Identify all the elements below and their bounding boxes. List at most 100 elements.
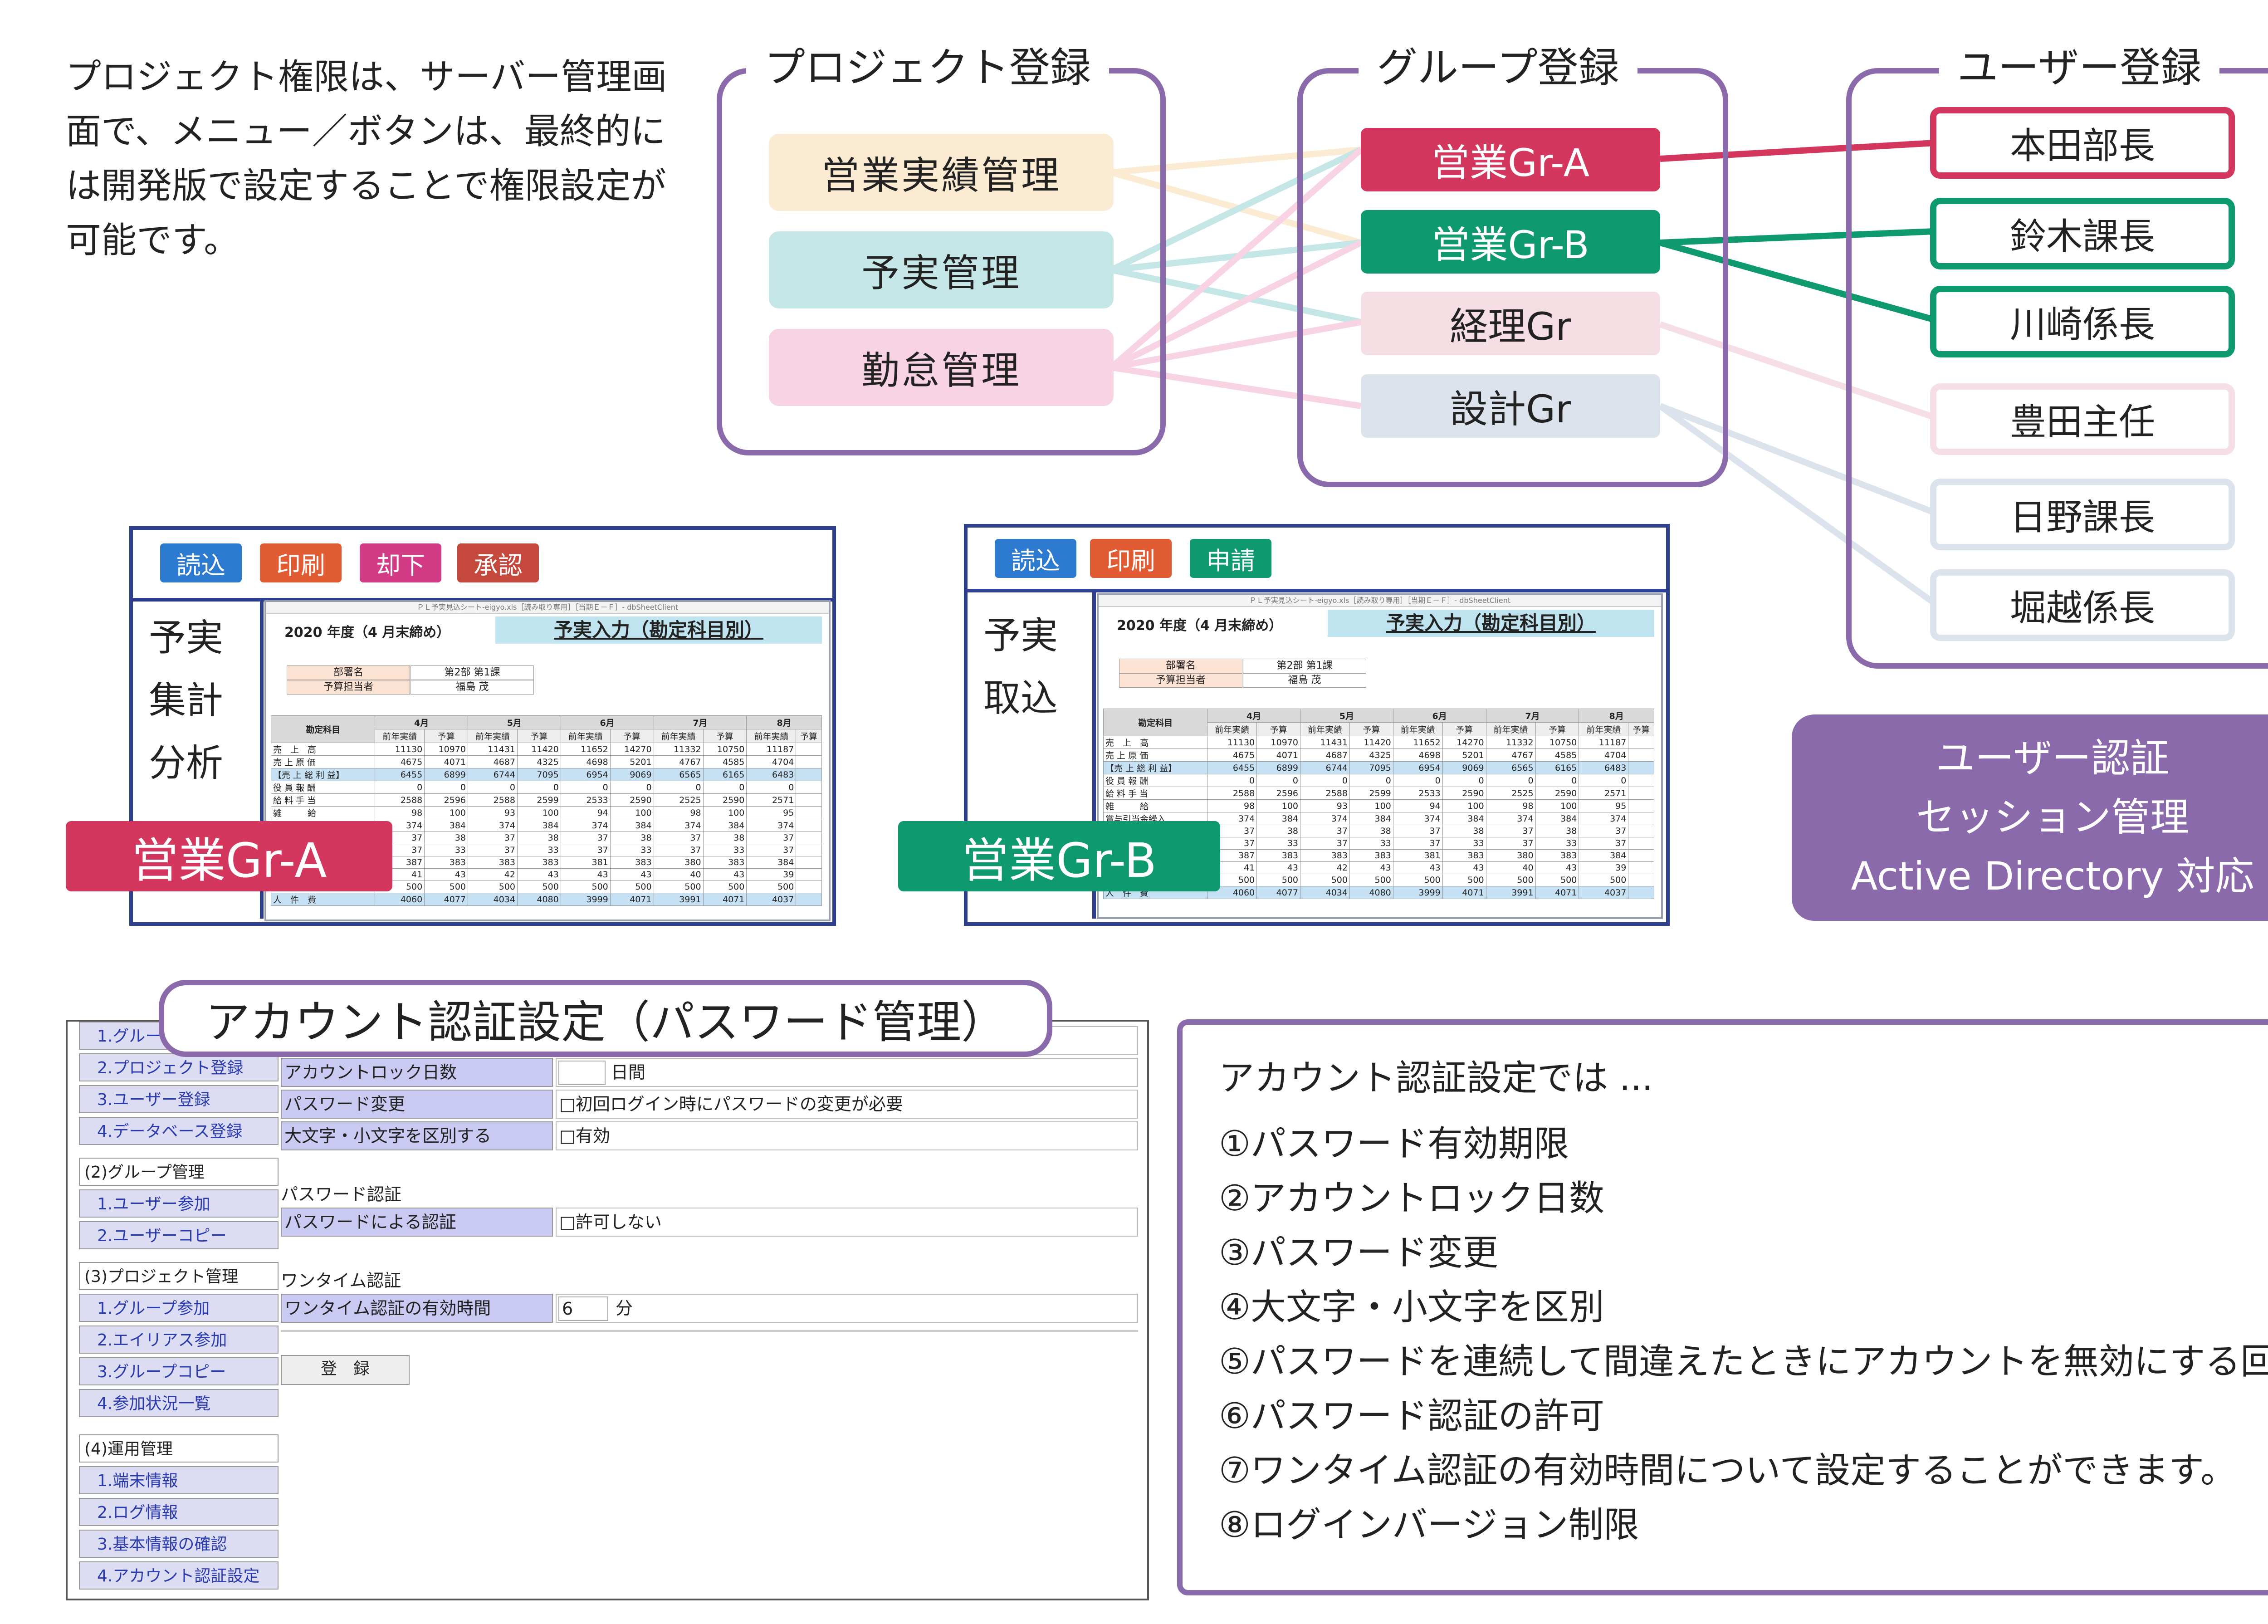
sheet-cell: 38 — [610, 832, 654, 844]
sheet-cell: 2590 — [703, 793, 747, 807]
account-header: 勘定科目 — [1103, 709, 1208, 736]
account-name: 給 料 手 当 — [1103, 787, 1208, 800]
nav-item[interactable]: 2.ログ情報 — [79, 1498, 279, 1526]
sheet-cell: 37 — [746, 844, 797, 856]
sheet-cell: 384 — [610, 819, 654, 832]
sheet-cell: 381 — [560, 856, 611, 869]
nav-item[interactable]: 4.アカウント認証設定 — [79, 1561, 279, 1590]
sheet-cell: 6954 — [1393, 761, 1443, 774]
nav-item[interactable]: 2.プロジェクト登録 — [79, 1053, 279, 1081]
user-box: 本田部長 — [1930, 107, 2235, 179]
approve-button[interactable]: 承認 — [457, 543, 539, 582]
sheet-cell: 0 — [560, 781, 611, 794]
case-sensitive-checkbox[interactable]: □有効 — [556, 1121, 1138, 1150]
sheet-cell: 500 — [1486, 874, 1536, 886]
sheet-cell — [796, 768, 822, 781]
sheet-cell: 98 — [1486, 799, 1536, 812]
description-item: ⑥パスワード認証の許可 — [1219, 1396, 1604, 1437]
subheader: 前年実績 — [1486, 722, 1536, 736]
panel-group-label: 営業Gr-A — [66, 821, 392, 891]
nav-item[interactable]: 1.ユーザー参加 — [79, 1189, 279, 1218]
sheet-cell: 500 — [746, 880, 797, 893]
nav-item[interactable]: 1.端末情報 — [79, 1466, 279, 1494]
sheet-cell: 11431 — [1300, 736, 1350, 749]
description-box: アカウント認証設定では ... ①パスワード有効期限 ②アカウントロック日数 ③… — [1177, 1019, 2268, 1595]
sheet-cell: 40 — [1486, 861, 1536, 874]
sheet-cell: 384 — [424, 819, 468, 832]
sheet-cell: 10970 — [1256, 736, 1300, 749]
month-header: 5月 — [1300, 709, 1393, 723]
sheet-cell: 39 — [1579, 861, 1629, 874]
link-groupB-user3 — [1659, 240, 1936, 323]
sheet-cell: 9069 — [610, 768, 654, 781]
load-button[interactable]: 読込 — [160, 543, 242, 582]
sheet-cell: 2599 — [517, 793, 561, 807]
nav-item[interactable]: 3.グループコピー — [79, 1357, 279, 1385]
sheet-cell: 4071 — [424, 755, 468, 768]
sheet-cell — [1628, 874, 1654, 886]
sheet-cell: 38 — [424, 832, 468, 844]
otp-duration-input[interactable]: 6 — [558, 1296, 608, 1321]
nav-item[interactable]: 3.基本情報の確認 — [79, 1530, 279, 1558]
admin-screen-title: アカウント認証設定（パスワード管理） — [159, 980, 1052, 1057]
load-button[interactable]: 読込 — [995, 539, 1076, 578]
sheet-cell: 4698 — [560, 755, 611, 768]
sheet-cell: 383 — [424, 856, 468, 869]
nav-item[interactable]: 2.ユーザーコピー — [79, 1221, 279, 1249]
sheet-cell: 98 — [653, 806, 704, 819]
intro-text: プロジェクト権限は、サーバー管理画面で、メニュー／ボタンは、最終的には開発版で設… — [66, 57, 667, 261]
register-button[interactable]: 登 録 — [281, 1355, 410, 1385]
nav-item[interactable]: 1.グループ参加 — [79, 1294, 279, 1322]
print-button[interactable]: 印刷 — [260, 543, 342, 582]
sheet-cell: 4687 — [1300, 748, 1350, 762]
sheet-cell: 381 — [1393, 849, 1443, 862]
sheet-cell: 100 — [1349, 799, 1393, 812]
nav-item[interactable]: 2.エイリアス参加 — [79, 1326, 279, 1354]
sheet-cell: 4034 — [468, 893, 518, 906]
sheet-cell: 383 — [703, 856, 747, 869]
print-button[interactable]: 印刷 — [1090, 539, 1172, 578]
sheet-cell: 0 — [1579, 774, 1629, 787]
function-label-line: 予実 — [983, 614, 1058, 657]
apply-button[interactable]: 申請 — [1190, 539, 1271, 578]
account-name: 売 上 高 — [270, 743, 376, 756]
reject-button[interactable]: 却下 — [360, 543, 441, 582]
nav-item[interactable]: 3.ユーザー登録 — [79, 1085, 279, 1113]
account-lock-input[interactable] — [558, 1061, 606, 1085]
sheet-cell: 4037 — [746, 893, 797, 906]
sheet-cell: 98 — [1207, 799, 1257, 812]
account-name: 【売 上 総 利 益】 — [1103, 761, 1208, 774]
dept-value: 第2部 第1課 — [411, 665, 534, 680]
sheet-cell: 38 — [1349, 825, 1393, 837]
section-heading: ワンタイム認証 — [281, 1271, 401, 1291]
sheet-cell: 43 — [1535, 861, 1579, 874]
sheet-cell — [1628, 837, 1654, 850]
sheet-cell: 6565 — [1486, 761, 1536, 774]
subheader: 予算 — [703, 729, 747, 743]
nav-item[interactable]: 4.参加状況一覧 — [79, 1389, 279, 1417]
month-header: 6月 — [560, 715, 654, 729]
sheet-cell: 11431 — [468, 743, 518, 756]
password-auth-checkbox[interactable]: □許可しない — [556, 1208, 1138, 1237]
month-header: 5月 — [468, 715, 561, 729]
sheet-cell: 2571 — [1579, 787, 1629, 800]
sheet-cell: 4585 — [703, 755, 747, 768]
password-change-checkbox[interactable]: □初回ログイン時にパスワードの変更が必要 — [556, 1090, 1138, 1119]
function-label-line: 予実 — [149, 616, 224, 660]
nav-item[interactable]: 4.データベース登録 — [79, 1117, 279, 1145]
project-box: 予実管理 — [769, 231, 1114, 308]
sheet-cell: 4060 — [375, 893, 425, 906]
link-project3-groupA — [1109, 147, 1363, 370]
sheet-cell: 4077 — [424, 893, 468, 906]
description-item: ⑧ログインバージョン制限 — [1219, 1505, 1639, 1546]
sheet-cell: 9069 — [1442, 761, 1486, 774]
sheet-cell: 37 — [653, 832, 704, 844]
sheet-cell: 6744 — [1300, 761, 1350, 774]
subheader: 前年実績 — [468, 729, 518, 743]
sheet-cell: 6165 — [1535, 761, 1579, 774]
sheet-cell: 2588 — [375, 793, 425, 807]
